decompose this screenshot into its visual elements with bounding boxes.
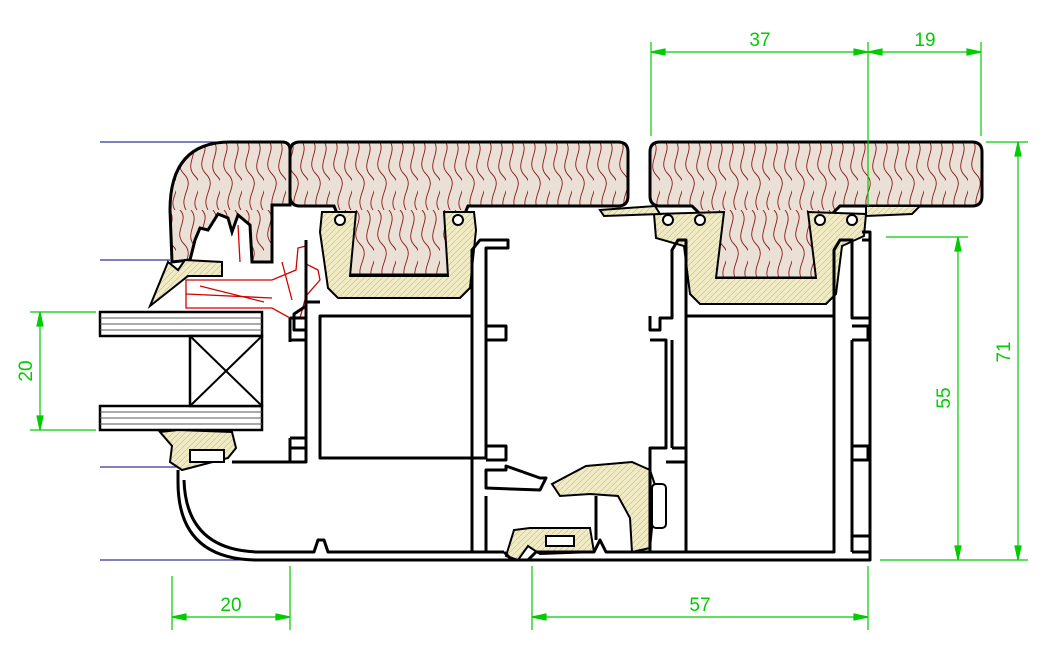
dim-bottom-left-width: 20 bbox=[220, 595, 241, 616]
glazing-wedge-top bbox=[147, 258, 223, 310]
frame-chamber bbox=[684, 314, 836, 554]
wood-cladding bbox=[168, 140, 984, 280]
dim-total-height: 71 bbox=[994, 341, 1015, 362]
leaf-gasket bbox=[550, 460, 658, 554]
dim-inner-height: 55 bbox=[934, 387, 955, 408]
dim-top-left-width: 37 bbox=[749, 30, 770, 51]
dim-bottom-right-width: 57 bbox=[689, 595, 710, 616]
center-mullion bbox=[470, 316, 488, 552]
clip-center bbox=[318, 211, 478, 299]
guide-lines bbox=[100, 141, 255, 561]
connector-strip-right bbox=[865, 205, 923, 218]
sash-chamber bbox=[318, 314, 474, 460]
connector-strip bbox=[598, 204, 662, 218]
red-seal bbox=[185, 224, 321, 319]
aluminium-profile bbox=[176, 230, 872, 562]
dim-glass-thickness: 20 bbox=[16, 360, 37, 381]
dimension-labels: 37 19 71 55 20 20 57 bbox=[16, 30, 1015, 616]
profile-outer-base bbox=[176, 238, 872, 562]
dim-top-right-width: 19 bbox=[914, 30, 935, 51]
glazing-unit bbox=[98, 310, 264, 432]
gaskets bbox=[147, 204, 923, 562]
dimensions bbox=[30, 42, 1028, 630]
wood-cladding-sash bbox=[168, 140, 292, 264]
